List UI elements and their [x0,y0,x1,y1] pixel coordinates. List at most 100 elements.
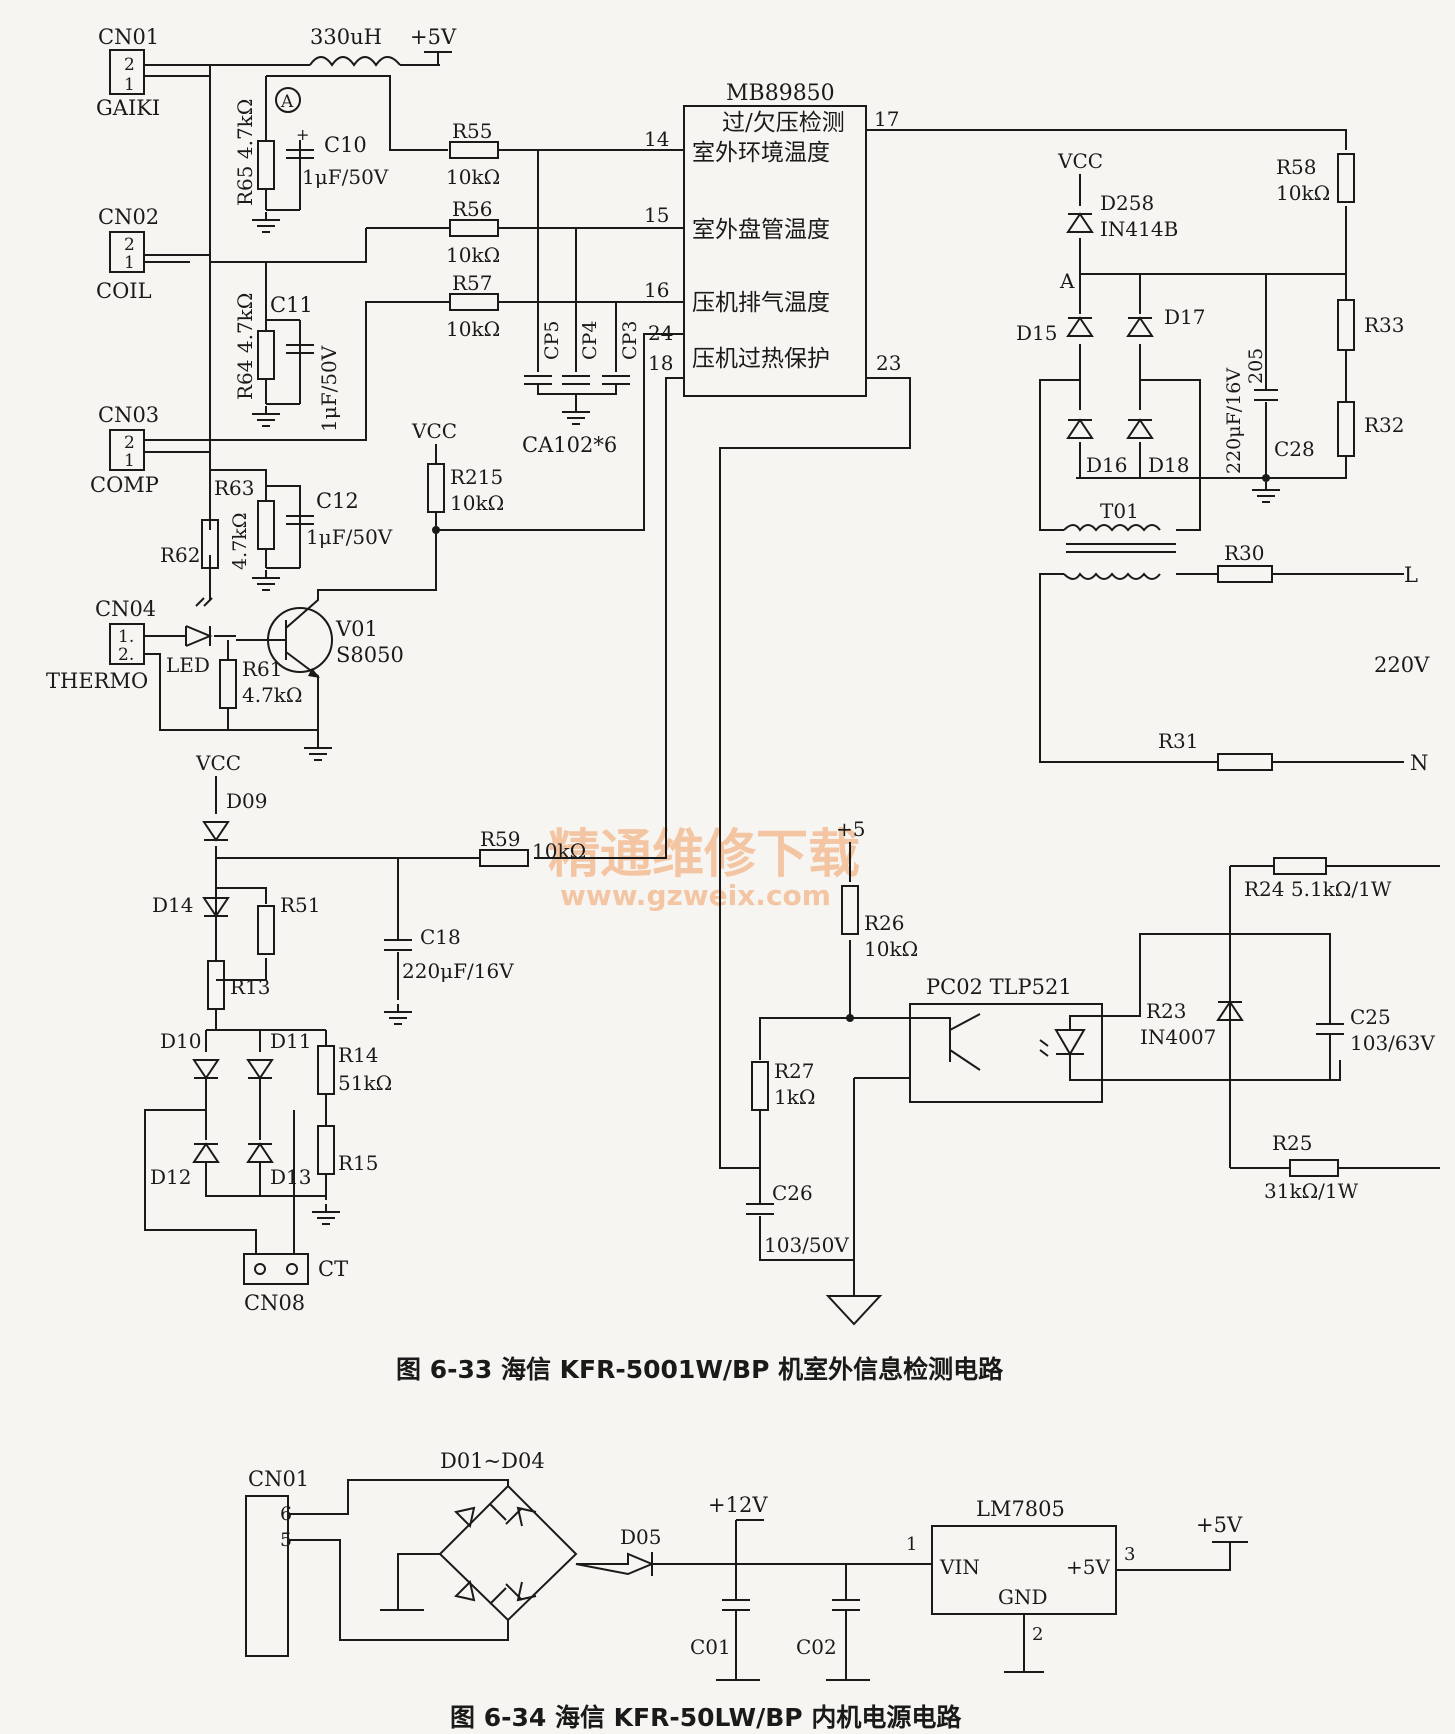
figure-6-34: CN01 6 5 D01~D04 D05 +12V C01 C02 1 LM78… [245,1449,1248,1732]
cn08-ref: CN08 [244,1291,305,1315]
pin3-label: 3 [1124,1544,1135,1565]
c25-value: 103/63V [1350,1031,1435,1055]
ic-func-ambient: 室外环境温度 [692,140,830,166]
cn01-ref: CN01 [248,1467,309,1491]
inductor-label: 330uH [310,25,382,49]
cp3-label: CP3 [619,321,641,360]
r58-label: R58 [1276,155,1317,179]
v01-label: V01 [335,617,378,641]
ic-func-discharge: 压机排气温度 [692,290,830,316]
r59-value: 10kΩ [532,839,586,863]
svg-text:2: 2 [124,235,135,255]
r23-label: R23 [1146,999,1187,1023]
bridge-label: D01~D04 [440,1449,545,1473]
r61-value: 4.7kΩ [242,683,303,707]
d05-label: D05 [620,1525,661,1549]
cn01-pin6: 6 [280,1503,292,1525]
r57-value: 10kΩ [446,317,500,341]
r33-label: R33 [1364,313,1405,337]
r27-value: 1kΩ [774,1085,815,1109]
pin-23: 23 [876,351,901,375]
svg-text:CN04: CN04 [95,597,156,621]
r56-value: 10kΩ [446,243,500,267]
connector-cn01: CN01 2 1 GAIKI [96,25,160,120]
pin1-label: 1 [906,1534,917,1555]
r26-value: 10kΩ [864,937,918,961]
vcc-d258: VCC [1057,149,1103,173]
reg-vin: VIN [939,1555,980,1579]
r14-label: R14 [338,1043,379,1067]
v5-out-label: +5V [1196,1513,1243,1537]
cp5-label: CP5 [541,321,563,360]
cn08-name: CT [318,1257,348,1281]
svg-text:2.: 2. [118,645,134,665]
r51-label: R51 [280,893,321,917]
d15-label: D15 [1016,321,1057,345]
marker-a: A [280,92,294,112]
svg-text:GAIKI: GAIKI [96,96,160,120]
ca-label: CA102*6 [522,433,617,457]
svg-text:1.: 1. [118,627,134,647]
c01-label: C01 [690,1635,731,1659]
v12-label: +12V [708,1493,768,1517]
svg-text:1: 1 [124,451,135,471]
svg-text:+: + [296,125,309,144]
ic-mb89850: MB89850 过/欠压检测 室外环境温度 室外盘管温度 压机排气温度 压机过热… [644,81,901,397]
r55-value: 10kΩ [446,165,500,189]
in4007-label: IN4007 [1140,1025,1216,1049]
c12-value: 1μF/50V [306,525,393,549]
d16-label: D16 [1086,453,1127,477]
pin-17: 17 [874,107,899,131]
svg-text:CN03: CN03 [98,403,159,427]
pin-15: 15 [644,203,669,227]
r13-label: R13 [230,975,271,999]
p5-label: +5 [836,817,865,841]
v220-label: 220V [1374,653,1430,677]
c25-label: C25 [1350,1005,1391,1029]
r62-label: R62 [160,543,201,567]
c11-value: 1μF/50V [317,345,341,432]
r63-label: R63 [214,476,255,500]
r24-label: R24 5.1kΩ/1W [1244,877,1392,901]
c26-label: C26 [772,1181,813,1205]
d18-label: D18 [1148,453,1189,477]
c26-value: 103/50V [764,1233,849,1257]
r25-value: 31kΩ/1W [1264,1179,1359,1203]
c10-label: C10 [324,133,367,157]
r27-label: R27 [774,1059,815,1083]
line-n: N [1410,751,1428,775]
pc02-label: PC02 TLP521 [926,975,1072,999]
reg-name: LM7805 [976,1497,1065,1521]
r64-label: R64 4.7kΩ [233,293,257,400]
svg-text:CN01: CN01 [98,25,159,49]
svg-text:2: 2 [124,433,135,453]
r57-label: R57 [452,271,493,295]
d258-label: D258 [1100,191,1154,215]
watermark-text: 精通维修下载 [548,825,860,885]
svg-text:COMP: COMP [90,473,159,497]
figure-6-33-caption: 图 6-33 海信 KFR-5001W/BP 机室外信息检测电路 [396,1355,1004,1384]
vcc-r215: VCC [411,419,457,443]
vcc-d09: VCC [195,751,241,775]
c10-value: 1μF/50V [302,165,389,189]
c28-ref: 205 [1245,348,1267,384]
node-a: A [1059,269,1075,293]
v01-value: S8050 [336,643,404,667]
r25-label: R25 [1272,1131,1313,1155]
d10-label: D10 [160,1029,201,1053]
r63-value: 4.7kΩ [229,513,251,570]
reg-gnd: GND [998,1585,1048,1609]
c18-label: C18 [420,925,461,949]
r65-label: R65 4.7kΩ [233,99,257,206]
ic-func-overheat: 压机过热保护 [692,346,830,372]
r30-label: R30 [1224,541,1265,565]
d11-label: D11 [270,1029,311,1053]
svg-text:1: 1 [124,75,135,95]
c28-value: 220μF/16V [1223,368,1245,474]
figure-6-33: 精通维修下载 www.gzweix.com MB89850 过/欠压检测 室外环… [46,25,1440,1384]
figure-6-34-caption: 图 6-34 海信 KFR-50LW/BP 内机电源电路 [450,1703,962,1732]
svg-text:2: 2 [124,55,135,75]
watermark-url: www.gzweix.com [560,879,831,912]
d12-label: D12 [150,1165,191,1189]
